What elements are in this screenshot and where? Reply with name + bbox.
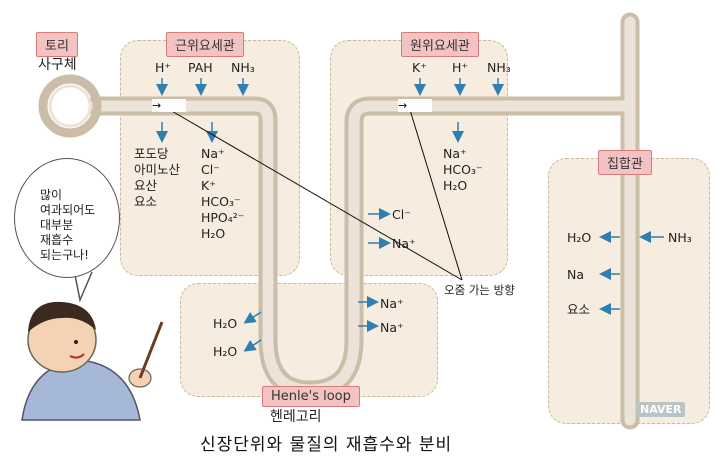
distal-secretion-1: K⁺ xyxy=(412,60,427,75)
teacher-figure xyxy=(21,301,164,421)
naver-watermark: NAVER xyxy=(636,402,686,417)
henle-asc-1: Na⁺ xyxy=(380,296,404,311)
bubble-tail xyxy=(73,269,93,303)
diagram-caption: 신장단위와 물질의 재흡수와 분비 xyxy=(200,435,453,455)
ion-item: Cl⁻ xyxy=(201,162,220,177)
ion-item: H₂O xyxy=(201,226,226,241)
organic-item: 요소 xyxy=(134,194,158,209)
collecting-reabsorb-2: Na xyxy=(567,267,585,282)
glomerulus-inner xyxy=(48,84,92,128)
proximal-secretion-2: PAH xyxy=(188,60,213,75)
collecting-tag: 집합관 xyxy=(598,150,652,175)
proximal-secretion-3: NH₃ xyxy=(231,60,255,75)
tube-inner xyxy=(89,16,636,426)
proximal-secretion-1: H⁺ xyxy=(155,60,171,75)
henle-asc-2: Na⁺ xyxy=(380,320,404,335)
glomerulus-label: 사구체 xyxy=(38,57,77,73)
ion-item: Na⁺ xyxy=(201,146,225,161)
henle-tag: Henle's loop xyxy=(262,386,360,407)
distal-item: Na⁺ xyxy=(443,146,467,161)
glomerulus-tag: 토리 xyxy=(36,32,78,57)
henle-desc-1: H₂O xyxy=(213,316,238,331)
organic-item: 포도당 xyxy=(134,146,169,161)
speech-bubble-text: 많이 여과되어도 대부분 재흡수 되는구나! xyxy=(40,188,95,263)
distal-out-1: Cl⁻ xyxy=(392,207,411,222)
bubble-line: 여과되어도 xyxy=(40,203,96,217)
ion-item: HPO₄²⁻ xyxy=(201,210,245,225)
glomerulus-capsule xyxy=(38,74,102,138)
ion-item: K⁺ xyxy=(201,178,216,193)
proximal-ion-list: Na⁺ Cl⁻ K⁺ HCO₃⁻ HPO₄²⁻ H₂O xyxy=(201,146,244,242)
flow-arrow-distal: → xyxy=(398,99,432,112)
distal-secretion-2: H⁺ xyxy=(452,60,468,75)
urine-direction-note: 오줌 가는 방향 xyxy=(444,283,515,297)
collecting-secretion: NH₃ xyxy=(668,230,692,245)
distal-out-2: Na⁺ xyxy=(392,236,416,251)
organic-item: 요산 xyxy=(134,178,158,193)
distal-reabsorb-list: Na⁺ HCO₃⁻ H₂O xyxy=(443,146,483,194)
direction-pointer-lines xyxy=(169,109,463,281)
distal-item: H₂O xyxy=(443,178,468,193)
collecting-reabsorb-3: 요소 xyxy=(567,302,591,317)
henle-label: 헨레고리 xyxy=(270,409,322,425)
distal-tag: 원위요세관 xyxy=(401,32,479,57)
proximal-tag: 근위요세관 xyxy=(166,32,244,57)
bubble-line: 재흡수 xyxy=(40,233,74,247)
proximal-organic-list: 포도당 아미노산 요산 요소 xyxy=(134,146,180,210)
distal-secretion-3: NH₃ xyxy=(487,60,511,75)
henle-desc-2: H₂O xyxy=(213,344,238,359)
bubble-line: 많이 xyxy=(40,188,63,202)
ion-item: HCO₃⁻ xyxy=(201,194,241,209)
distal-item: HCO₃⁻ xyxy=(443,162,483,177)
speech-bubble xyxy=(14,158,120,278)
organic-item: 아미노산 xyxy=(134,162,181,177)
bubble-line: 대부분 xyxy=(40,218,74,232)
collecting-reabsorb-1: H₂O xyxy=(567,230,592,245)
blue-arrows xyxy=(156,78,664,352)
flow-arrow-proximal: → xyxy=(152,99,186,112)
bubble-line: 되는구나! xyxy=(40,248,89,262)
tube-group xyxy=(85,12,640,430)
